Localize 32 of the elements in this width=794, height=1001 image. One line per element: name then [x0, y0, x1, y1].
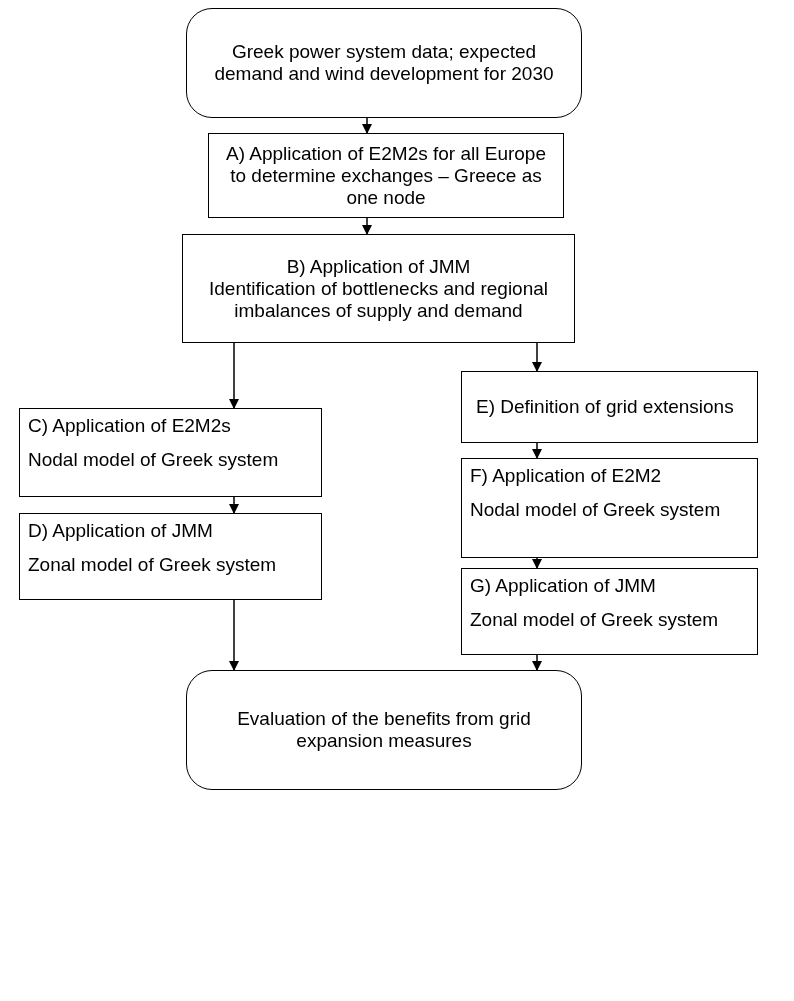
- box-text: Greek power system data; expected demand and wind development for 2030: [213, 41, 555, 85]
- box-text: Evaluation of the benefits from grid expansion measures: [236, 708, 532, 752]
- box-heading: B) Application of JMM: [285, 255, 472, 278]
- box-text: Zonal model of Greek system: [470, 609, 720, 631]
- arrow: [532, 557, 542, 569]
- box-text: E) Definition of grid extensions: [476, 396, 735, 418]
- arrow: [532, 342, 542, 372]
- arrow: [532, 654, 542, 671]
- arrow: [229, 496, 239, 514]
- terminal-box: [186, 670, 582, 790]
- terminal-box: [186, 8, 582, 118]
- box-text: A) Application of E2M2s for all Europe to determine exchanges – Greece as one node: [225, 142, 547, 209]
- box-text: Zonal model of Greek system: [28, 554, 278, 576]
- arrow: [229, 342, 239, 409]
- box-heading: G) Application of JMM: [470, 575, 657, 597]
- arrow: [362, 117, 372, 134]
- process-box: [461, 458, 758, 558]
- process-box: [19, 513, 322, 600]
- process-box: [461, 568, 758, 655]
- arrow: [532, 442, 542, 459]
- box-text: Nodal model of Greek system: [470, 499, 722, 521]
- box-heading: D) Application of JMM: [28, 520, 214, 542]
- arrow: [362, 217, 372, 235]
- box-heading: C) Application of E2M2s: [28, 415, 232, 437]
- arrow: [229, 599, 239, 671]
- process-box: [208, 133, 564, 218]
- box-text: Identification of bottlenecks and regional imbalances of supply and demand: [207, 277, 550, 322]
- box-heading: F) Application of E2M2: [470, 465, 663, 487]
- process-box: [182, 234, 575, 343]
- process-box: [19, 408, 322, 497]
- box-text: Nodal model of Greek system: [28, 449, 280, 471]
- process-box: [461, 371, 758, 443]
